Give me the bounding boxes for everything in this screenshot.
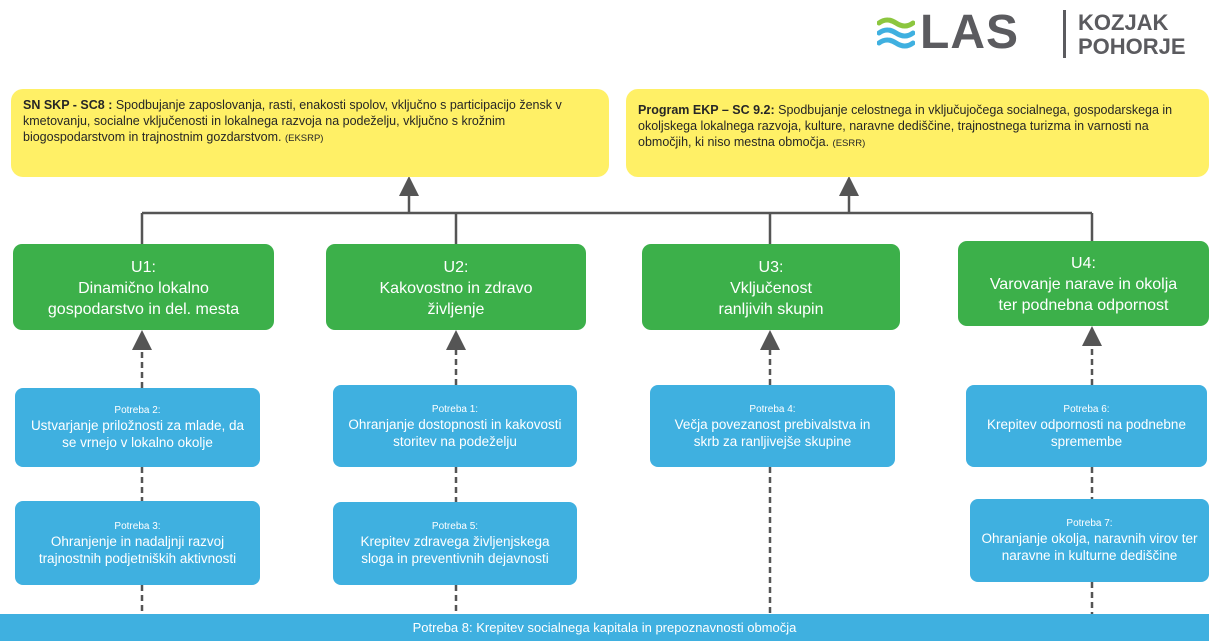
- logo-divider: [1063, 10, 1066, 58]
- objective-box-ekp: Program EKP – SC 9.2: Spodbujanje celost…: [626, 89, 1209, 177]
- need-label: Potreba 7:: [1066, 518, 1113, 529]
- need-label: Potreba 4:: [749, 403, 796, 415]
- need-text: Ohranjanje dostopnosti in kakovosti stor…: [348, 416, 562, 449]
- objective-text: Spodbujanje zaposlovanja, rasti, enakost…: [23, 98, 562, 144]
- objective-box-skp: SN SKP - SC8 : Spodbujanje zaposlovanja,…: [11, 89, 609, 177]
- objective-title: SN SKP - SC8 :: [23, 98, 113, 112]
- need-label: Potreba 1:: [431, 403, 479, 415]
- need-label: Potreba 2:: [114, 405, 161, 416]
- objective-fund: (ESRR): [832, 138, 866, 149]
- goal-box-u2: U2: Kakovostno in zdravo življenje: [326, 244, 586, 330]
- goal-line-1: Varovanje narave in okolja: [989, 276, 1178, 293]
- logo-line-2: POHORJE: [1078, 34, 1186, 59]
- goal-line-2: življenje: [427, 301, 485, 318]
- need-box-4: Potreba 4: Večja povezanost prebivalstva…: [650, 385, 895, 467]
- need-box-5: Potreba 5: Krepitev zdravega življenjske…: [333, 502, 577, 585]
- need-text: Večja povezanost prebivalstva in skrb za…: [674, 416, 871, 449]
- goal-code: U2:: [443, 259, 469, 276]
- need-box-7: Potreba 7: Ohranjanje okolja, naravnih v…: [970, 499, 1209, 582]
- goal-line-1: Vključenost: [730, 280, 812, 297]
- need-text: Ohranjenje in nadaljnji razvoj trajnostn…: [38, 533, 237, 566]
- need-box-3: Potreba 3: Ohranjenje in nadaljnji razvo…: [15, 501, 260, 585]
- need-label: Potreba 5:: [431, 521, 479, 532]
- need-box-6: Potreba 6: Krepitev odpornosti na podneb…: [966, 385, 1207, 467]
- need-label: Potreba 3:: [114, 520, 161, 532]
- need-8-banner: Potreba 8: Krepitev socialnega kapitala …: [0, 614, 1209, 641]
- logo-line-1: KOZJAK: [1078, 10, 1169, 35]
- need-text: Ohranjanje okolja, naravnih virov ter na…: [981, 531, 1198, 563]
- goal-code: U1:: [131, 259, 156, 276]
- goal-code: U4:: [1071, 255, 1096, 272]
- objective-fund: (EKSRP): [284, 133, 324, 144]
- need-box-2: Potreba 2: Ustvarjanje priložnosti za ml…: [15, 388, 260, 467]
- need-text: Krepitev odpornosti na podnebne sprememb…: [987, 416, 1186, 449]
- goal-box-u3: U3: Vključenost ranljivih skupin: [642, 244, 900, 330]
- goal-box-u4: U4: Varovanje narave in okolja ter podne…: [958, 241, 1209, 326]
- goal-line-2: ter podnebna odpornost: [998, 297, 1169, 314]
- goal-box-u1: U1: Dinamično lokalno gospodarstvo in de…: [13, 244, 274, 330]
- need-text: Krepitev zdravega življenjskega sloga in…: [360, 534, 550, 566]
- objective-text: Spodbujanje celostnega in vključujočega …: [638, 103, 1173, 149]
- goal-line-1: Kakovostno in zdravo: [379, 280, 533, 297]
- objective-title: Program EKP – SC 9.2:: [638, 103, 775, 117]
- goal-line-2: ranljivih skupin: [718, 301, 824, 318]
- need-8-text: Potreba 8: Krepitev socialnega kapitala …: [412, 620, 797, 635]
- need-label: Potreba 6:: [1063, 403, 1110, 415]
- goal-code: U3:: [758, 259, 784, 276]
- need-text: Ustvarjanje priložnosti za mlade, da se …: [30, 418, 245, 450]
- goal-line-1: Dinamično lokalno: [78, 280, 209, 297]
- logo-brand: LAS: [920, 6, 1019, 59]
- wave-logo-icon: [877, 17, 915, 49]
- goal-line-2: gospodarstvo in del. mesta: [47, 301, 240, 318]
- need-box-1: Potreba 1: Ohranjanje dostopnosti in kak…: [333, 385, 577, 467]
